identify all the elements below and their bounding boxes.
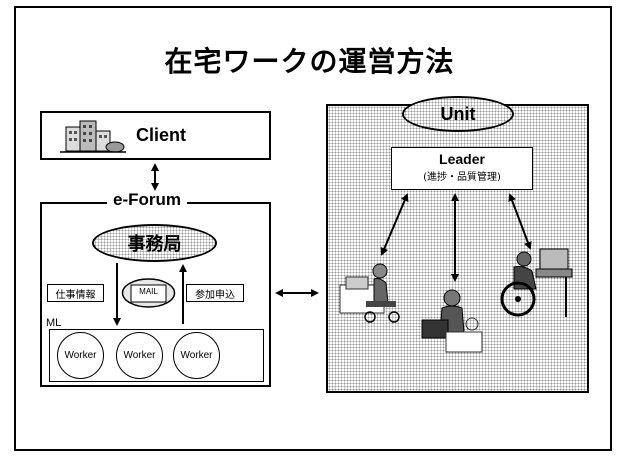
office-ellipse: 事務局 xyxy=(92,224,217,262)
worker-circle: Worker xyxy=(116,332,163,379)
leader-worker-arrow xyxy=(380,193,409,256)
eforum-label: e-Forum xyxy=(107,190,187,210)
worker-circle: Worker xyxy=(173,332,220,379)
apply-label: 参加申込 xyxy=(195,289,235,301)
building-icon xyxy=(60,120,126,153)
mail-label: MAIL xyxy=(139,287,158,296)
home-worker-illustration xyxy=(421,289,483,353)
home-worker-illustration xyxy=(339,263,400,323)
office-label: 事務局 xyxy=(127,234,182,255)
leader-subtitle: (進捗・品質管理) xyxy=(423,172,501,183)
slide-title: 在宅ワークの運営方法 xyxy=(164,45,455,78)
client-label: Client xyxy=(136,125,187,145)
job-info-label: 仕事情報 xyxy=(55,289,96,301)
leader-box: Leader (進捗・品質管理) xyxy=(391,147,533,190)
job-info-box: 仕事情報 xyxy=(47,284,104,302)
home-worker-illustration xyxy=(500,248,573,317)
worker-label: Worker xyxy=(123,350,156,361)
leader-worker-arrow xyxy=(508,193,532,250)
client-box: Client xyxy=(40,111,271,160)
worker-label: Worker xyxy=(64,350,97,361)
worker-circle: Worker xyxy=(57,332,104,379)
unit-ellipse: Unit xyxy=(402,96,514,132)
leader-name: Leader xyxy=(439,151,485,167)
unit-label: Unit xyxy=(440,103,476,124)
ml-label: ML xyxy=(46,317,62,329)
mail-icon: MAIL xyxy=(121,277,176,309)
apply-box: 参加申込 xyxy=(186,284,244,302)
worker-label: Worker xyxy=(180,350,213,361)
